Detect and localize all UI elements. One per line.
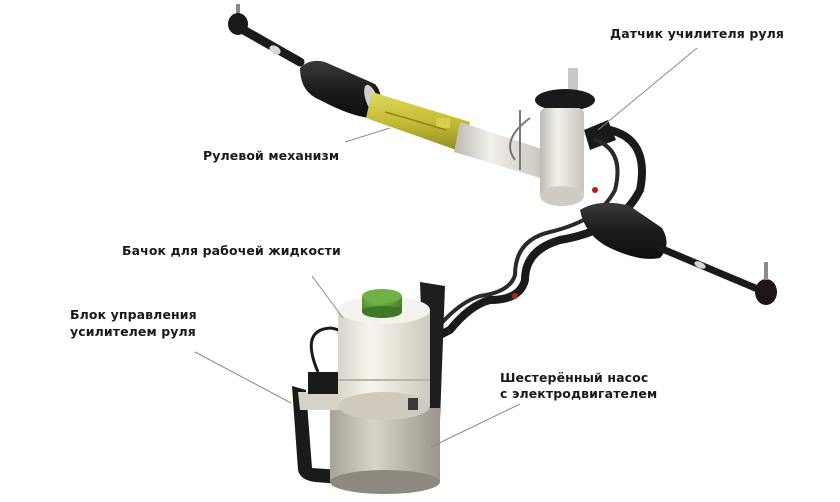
pump-assembly bbox=[292, 282, 445, 494]
label-control-unit-line1: Блок управления bbox=[70, 307, 197, 322]
valve-body bbox=[535, 68, 616, 206]
rack-housing bbox=[454, 110, 545, 178]
label-steering-sensor: Датчик училителя руля bbox=[610, 26, 785, 41]
label-control-unit-line2: усилителем руля bbox=[70, 324, 196, 339]
leader-pump bbox=[430, 403, 521, 448]
label-gear-pump-line2: с электродвигателем bbox=[500, 386, 658, 401]
leader-sensor bbox=[597, 47, 698, 131]
rack-tube-yellow bbox=[366, 92, 470, 152]
label-steering-mechanism: Рулевой механизм bbox=[203, 148, 340, 163]
leader-lines bbox=[194, 47, 698, 448]
hydraulic-hoses bbox=[416, 126, 646, 349]
left-tie-rod bbox=[228, 4, 305, 67]
right-boot bbox=[580, 202, 667, 259]
leader-mechanism bbox=[344, 127, 391, 143]
label-fluid-reservoir: Бачок для рабочей жидкости bbox=[122, 243, 341, 258]
label-gear-pump-line1: Шестерённый насос bbox=[500, 370, 649, 385]
right-tie-rod bbox=[656, 244, 777, 305]
leader-reservoir bbox=[311, 275, 344, 319]
leader-control-unit bbox=[194, 351, 292, 404]
